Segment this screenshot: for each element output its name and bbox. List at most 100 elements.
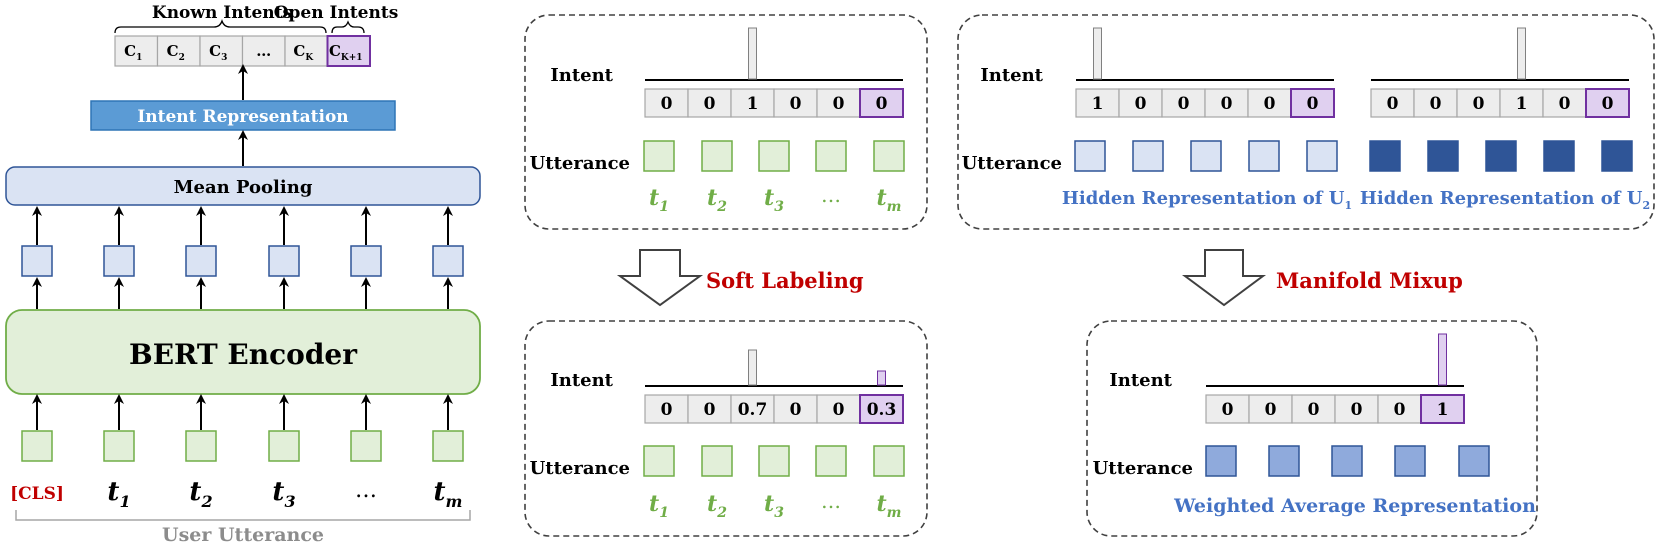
token-label-sub: m (446, 492, 463, 511)
intent-value: 0 (1430, 94, 1442, 114)
intent-value: 0 (833, 94, 845, 114)
intent-value: 0 (1264, 94, 1276, 114)
utterance-label: Utterance (1093, 458, 1193, 479)
intent-cell (687, 394, 732, 424)
token-label: t3 (764, 185, 784, 215)
token-label: t1 (649, 185, 669, 215)
intent-label: Intent (1109, 370, 1172, 391)
hollow-arrow-soft (616, 249, 704, 307)
mean-pooling-box (5, 166, 481, 206)
utterance-square (1268, 445, 1300, 477)
class-label-main: C (329, 42, 341, 60)
intent-value: 0 (1221, 94, 1233, 114)
intent-value: 0.7 (738, 400, 768, 420)
token-label: t2 (707, 491, 727, 521)
class-label-main: C (167, 42, 179, 60)
token-square (268, 430, 300, 462)
utterance-square (1485, 140, 1517, 172)
intent-value: 0 (1351, 400, 1363, 420)
intent-value: 1 (1437, 400, 1449, 420)
utterance-square (1248, 140, 1280, 172)
token-label-main: t (707, 491, 717, 517)
hidden-representation-u2-label-main: Hidden Representation of U (1360, 188, 1643, 209)
intent-value: 0 (1394, 400, 1406, 420)
token-label-main: t (707, 185, 717, 211)
intent-cell (1377, 394, 1422, 424)
intent-cell (730, 88, 775, 118)
open-intents-label: Open Intents (274, 3, 399, 23)
class-label: C3 (209, 42, 227, 63)
intent-value: 0 (1178, 94, 1190, 114)
class-label-sub: K+1 (341, 53, 363, 63)
utterance-square (643, 445, 675, 477)
intent-value: 1 (1516, 94, 1528, 114)
token-label-ellipsis: … (355, 478, 377, 503)
utterance-square (1190, 140, 1222, 172)
intent-cell (1413, 88, 1458, 118)
token-label: tm (877, 491, 902, 521)
token-label-main: t (764, 185, 774, 211)
class-cell (284, 35, 329, 67)
class-cell (199, 35, 244, 67)
intent-value: 0 (833, 400, 845, 420)
token-label: t3 (272, 477, 295, 511)
intent-cell (730, 394, 775, 424)
probability-bar (748, 349, 757, 386)
token-label-sub: 2 (200, 492, 212, 511)
token-label-main: t (877, 491, 887, 517)
class-label: CK+1 (329, 42, 363, 63)
class-label-sub: 3 (221, 53, 227, 63)
token-ellipsis: … (821, 183, 841, 207)
utterance-square (815, 140, 847, 172)
intent-value: 0 (704, 400, 716, 420)
hidden-representation-u2-label-sub: 2 (1642, 199, 1650, 212)
utterance-square (873, 445, 905, 477)
intent-label: Intent (980, 65, 1043, 86)
hollow-arrow-mixup (1181, 249, 1267, 307)
intent-representation-label: Intent Representation (137, 107, 348, 127)
hidden-square (350, 245, 382, 277)
panel-mixup-top (957, 14, 1655, 230)
token-label: tm (877, 185, 902, 215)
intent-value: 0 (1308, 400, 1320, 420)
utterance-square (1074, 140, 1106, 172)
intent-label: Intent (550, 370, 613, 391)
intent-value: 0.3 (867, 400, 897, 420)
utterance-square (701, 445, 733, 477)
token-label-main: t (272, 477, 284, 507)
hidden-square (432, 245, 464, 277)
hidden-representation-u1-label-main: Hidden Representation of U (1062, 188, 1345, 209)
intent-cell (773, 88, 818, 118)
token-label-main: t (107, 477, 119, 507)
intent-value: 0 (661, 94, 673, 114)
intent-representation-box (90, 100, 396, 131)
intent-cell (1585, 88, 1630, 118)
token-label-main: t (649, 491, 659, 517)
token-label-sub: 3 (774, 199, 784, 215)
token-label: t1 (107, 477, 130, 511)
hidden-square (268, 245, 300, 277)
known-intents-label: Known Intents (152, 3, 292, 23)
token-label-main: t (764, 491, 774, 517)
token-label-main: t (877, 185, 887, 211)
utterance-square (1394, 445, 1426, 477)
probability-bar (1093, 27, 1102, 80)
hidden-square (21, 245, 53, 277)
class-label-sub: K (305, 53, 314, 63)
intent-value: 0 (704, 94, 716, 114)
class-cell (241, 35, 286, 67)
utterance-square (1306, 140, 1338, 172)
utterance-square (1369, 140, 1401, 172)
intent-cell (1456, 88, 1501, 118)
token-label: t2 (189, 477, 212, 511)
token-label: t1 (649, 491, 669, 521)
class-label-main: … (256, 42, 271, 60)
token-label-main: t (649, 185, 659, 211)
token-square (185, 430, 217, 462)
intent-value: 0 (790, 94, 802, 114)
utterance-square (758, 140, 790, 172)
intent-value: 0 (1135, 94, 1147, 114)
